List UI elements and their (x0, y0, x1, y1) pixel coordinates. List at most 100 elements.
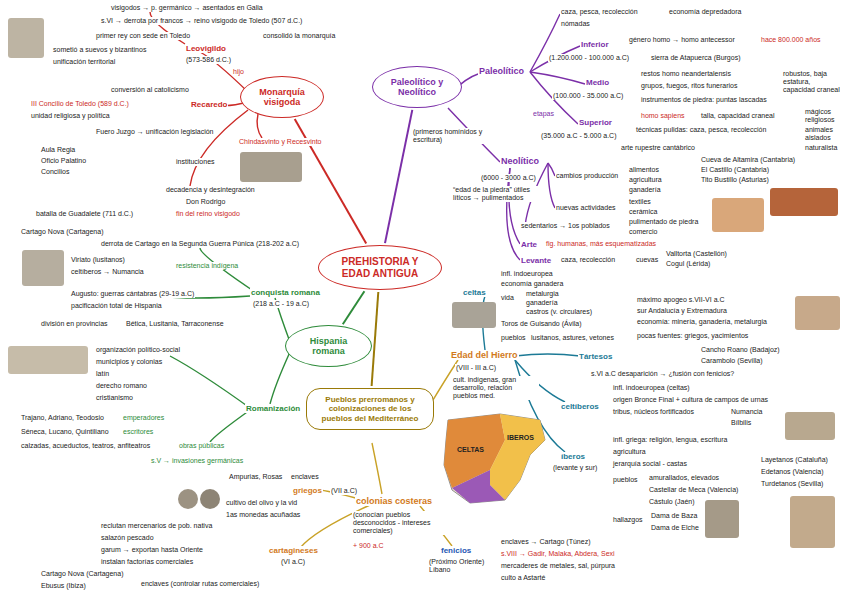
branch-text: cartagineses (268, 546, 319, 555)
branch-text: pacificación total de Hispania (70, 302, 163, 310)
map-region (452, 470, 505, 503)
branch-text: (conocían pueblos desconocidos - interes… (352, 511, 449, 535)
map-region (490, 414, 545, 500)
branch-text: ganadería (628, 186, 662, 194)
branch-text: sedentarios → 1os poblados (520, 222, 611, 230)
branch-text: (VII a.C) (330, 487, 358, 495)
branch-text: instrumentos de piedra: puntas lascadas (640, 96, 768, 104)
branch-text: latín (95, 370, 110, 378)
coin-image (178, 489, 198, 509)
branch-text: máximo apogeo s.VII-VI a.C (636, 296, 726, 304)
branch-text: fig. humanas, más esquematizadas (545, 240, 657, 248)
branch-text: griegos (292, 486, 323, 495)
branch-text: Cueva de Altamira (Cantabria) (700, 156, 796, 164)
branch-text: + 900 a.C (352, 542, 385, 550)
branch-text: arte rupestre cantábrico (620, 144, 696, 152)
branch-text: colonias costeras (355, 496, 433, 506)
site-image (795, 296, 840, 330)
branch-lines (300, 360, 458, 548)
branch-text: Neolítico (500, 156, 540, 166)
branch-text: IBEROS (506, 434, 535, 442)
branch-text: obras públicas (178, 442, 225, 450)
branch-text: (Próximo Oriente) Líbano (428, 558, 492, 574)
branch-text: talla, capacidad craneal (700, 112, 776, 120)
branch-text: sierra de Atapuerca (Burgos) (650, 54, 742, 62)
branch-text: cult. indígenas, gran desarrollo, relaci… (452, 376, 539, 400)
topic-oval: Monarquía visigoda (240, 76, 324, 118)
branch-text: El Castillo (Cantabria) (700, 166, 770, 174)
branch-text: Castellar de Meca (Valencia) (648, 486, 739, 494)
branch-text: enclaves (controlar rutas comerciales) (140, 580, 260, 588)
branch-text: emperadores (122, 414, 165, 422)
branch-text: economía depredadora (668, 8, 742, 16)
bull-image (452, 302, 496, 328)
branch-text: sur Andalucía y Extremadura (636, 307, 728, 315)
coin-image (200, 489, 220, 509)
topic-text: Paleolítico y Neolítico (389, 77, 445, 98)
branch-text: Edetanos (Valencia) (760, 468, 825, 476)
branch-connector (385, 110, 412, 243)
branch-text: CELTAS (456, 446, 485, 454)
branch-text: (100.000 - 35.000 a.C) (552, 92, 624, 100)
branch-text: ganadería (525, 299, 559, 307)
branch-text: etapas (532, 110, 555, 118)
branch-text: culto a Astarté (500, 574, 546, 582)
branch-text: Oficio Palatino (40, 157, 87, 165)
branch-text: Ebusus (Ibiza) (40, 582, 87, 590)
branch-text: cultivo del olivo y la vid (225, 499, 298, 507)
branch-text: mercaderes de metales, sal, púrpura (500, 562, 616, 570)
branch-text: Fuero Juzgo → unificación legislación (95, 128, 215, 136)
branch-line (372, 443, 382, 494)
branch-line (515, 354, 580, 356)
topic-text: Monarquía visigoda (256, 87, 308, 108)
branch-line (548, 163, 555, 208)
branch-text: textiles (628, 198, 652, 206)
branch-text: Superior (578, 118, 613, 127)
branch-text: celtíberos (560, 402, 600, 411)
branch-text: comercio (628, 228, 658, 236)
branch-text: unificación territorial (52, 58, 116, 66)
site-image (785, 412, 835, 440)
branch-text: III Concilio de Toledo (589 d.C.) (30, 100, 130, 108)
branch-text: nuevas actividades (555, 204, 617, 212)
branch-text: unidad religiosa y política (30, 112, 111, 120)
branch-text: enclaves → Cartago (Túnez) (500, 538, 591, 546)
branch-text: conversión al catolicismo (110, 86, 190, 94)
cave-painting-image (770, 188, 838, 216)
topic-text: PREHISTORIA Y EDAD ANTIGUA (340, 256, 420, 279)
branch-text: infl. indoeuropea (celtas) (612, 384, 691, 392)
branch-text: (VIII - III a.C) (455, 364, 497, 372)
branch-text: derrota de Cartago en la Segunda Guerra … (100, 240, 300, 248)
branch-text: (levante y sur) (552, 464, 598, 472)
branch-text: Dama de Elche (650, 524, 700, 532)
branch-line (170, 356, 250, 408)
branch-text: Tito Bustillo (Asturias) (700, 176, 770, 184)
branch-text: Carambolo (Sevilla) (700, 357, 763, 365)
branch-text: Leovigildo (185, 44, 227, 53)
branch-text: s.VI a.C desaparición → ¿fusión con feni… (590, 370, 735, 378)
branch-text: pueblos (500, 334, 527, 342)
portrait-image (240, 152, 302, 182)
topic-oval: PREHISTORIA Y EDAD ANTIGUA (318, 245, 442, 290)
branch-text: (6000 - 3000 a.C) (480, 174, 537, 182)
branch-line (270, 352, 290, 404)
branch-text: s.VI → derrota por francos → reino visig… (100, 17, 303, 25)
branch-text: celtas (462, 288, 487, 297)
branch-text: Séneca, Lucano, Quintiliano (20, 428, 110, 436)
branch-text: (primeros homínidos y escritura) (412, 128, 484, 144)
map (444, 414, 545, 503)
branch-text: fin del reino visigodo (175, 210, 241, 218)
branch-text: Recaredo (190, 100, 228, 109)
branch-text: Cancho Roano (Badajoz) (700, 346, 781, 354)
dama-image (790, 496, 835, 548)
branch-text: metalurgia (525, 290, 560, 298)
branch-text: pulimentado de piedra (628, 218, 699, 226)
branch-text: Don Rodrigo (185, 198, 226, 206)
branch-text: amurallados, elevados (648, 474, 720, 482)
branch-line (190, 110, 248, 186)
branch-text: tribus, núcleos fortificados (612, 408, 695, 416)
branch-line (210, 410, 250, 442)
branch-text: s.V → invasiones germánicas (150, 457, 244, 465)
map-outline (444, 414, 545, 503)
